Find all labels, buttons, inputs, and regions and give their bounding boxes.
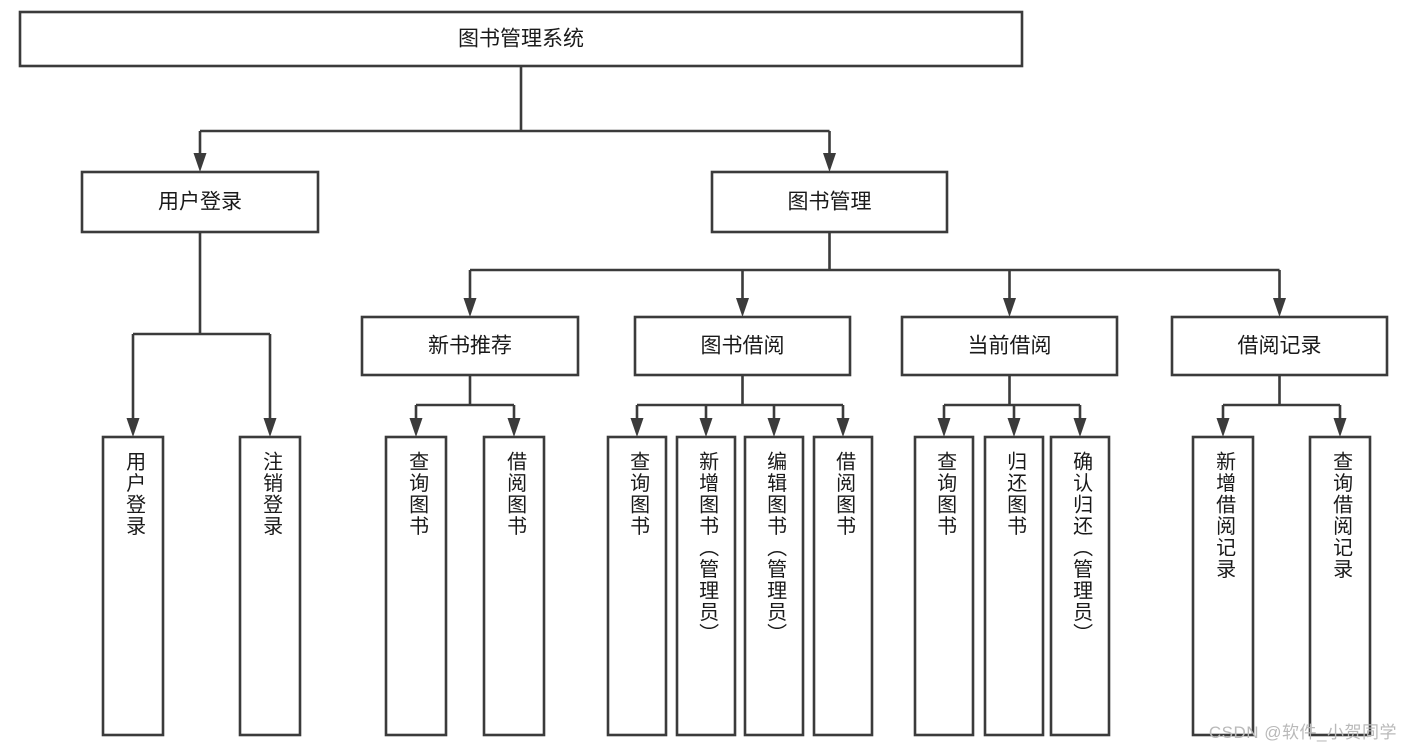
- node-user-login[interactable]: 用户登录: [80, 170, 320, 234]
- arrow-head-icon: [126, 418, 140, 437]
- node-borrow-record[interactable]: 借阅记录: [1170, 315, 1389, 377]
- node-box-leaf-query-book-2[interactable]: [606, 435, 668, 737]
- node-box-leaf-confirm-return[interactable]: [1049, 435, 1111, 737]
- arrow-head-icon: [836, 418, 850, 437]
- node-leaf-borrow-book-1[interactable]: [482, 435, 546, 737]
- node-box-current-borrow[interactable]: [900, 315, 1119, 377]
- node-leaf-user-login[interactable]: [101, 435, 165, 737]
- node-box-book-borrow[interactable]: [633, 315, 852, 377]
- node-new-book-recommend[interactable]: 新书推荐: [360, 315, 580, 377]
- node-label-borrow-record: 借阅记录: [1238, 335, 1322, 358]
- arrow-head-icon: [937, 418, 951, 437]
- arrow-head-icon: [767, 418, 781, 437]
- node-label-root: 图书管理系统: [458, 28, 584, 51]
- connector-borrow-record: [1216, 375, 1347, 437]
- node-leaf-logout[interactable]: [238, 435, 302, 737]
- node-box-leaf-query-record[interactable]: [1308, 435, 1372, 737]
- connector-user-login: [126, 232, 277, 437]
- connector-root: [193, 66, 836, 172]
- node-box-leaf-query-book-1[interactable]: [384, 435, 448, 737]
- node-label-user-login: 用户登录: [158, 191, 242, 214]
- node-box-borrow-record[interactable]: [1170, 315, 1389, 377]
- connector-book-manage: [463, 232, 1286, 317]
- node-leaf-add-record[interactable]: [1191, 435, 1255, 737]
- node-leaf-query-book-1[interactable]: [384, 435, 448, 737]
- node-box-leaf-add-book[interactable]: [675, 435, 737, 737]
- arrow-head-icon: [699, 418, 713, 437]
- node-box-new-book-recommend[interactable]: [360, 315, 580, 377]
- arrow-head-icon: [1073, 418, 1087, 437]
- node-box-leaf-add-record[interactable]: [1191, 435, 1255, 737]
- arrow-head-icon: [823, 153, 836, 172]
- node-box-leaf-query-book-3[interactable]: [913, 435, 975, 737]
- node-leaf-add-book[interactable]: [675, 435, 737, 737]
- node-leaf-query-book-3[interactable]: [913, 435, 975, 737]
- node-box-root[interactable]: [18, 10, 1024, 68]
- connector-book-borrow: [630, 375, 850, 437]
- node-leaf-query-record[interactable]: [1308, 435, 1372, 737]
- node-leaf-return-book[interactable]: [983, 435, 1045, 737]
- arrow-head-icon: [193, 153, 207, 172]
- node-book-borrow[interactable]: 图书借阅: [633, 315, 852, 377]
- node-current-borrow[interactable]: 当前借阅: [900, 315, 1119, 377]
- node-box-leaf-user-login[interactable]: [101, 435, 165, 737]
- arrow-head-icon: [1333, 418, 1347, 437]
- arrow-head-icon: [409, 418, 423, 437]
- node-label-current-borrow: 当前借阅: [968, 335, 1052, 358]
- node-box-leaf-borrow-book-1[interactable]: [482, 435, 546, 737]
- node-label-book-borrow: 图书借阅: [701, 335, 785, 358]
- node-box-user-login[interactable]: [80, 170, 320, 234]
- node-leaf-confirm-return[interactable]: [1049, 435, 1111, 737]
- arrow-head-icon: [1003, 298, 1016, 317]
- node-leaf-borrow-book-2[interactable]: [812, 435, 874, 737]
- arrow-head-icon: [630, 418, 644, 437]
- arrow-head-icon: [1216, 418, 1230, 437]
- node-label-book-manage: 图书管理: [788, 191, 872, 214]
- node-box-leaf-edit-book[interactable]: [743, 435, 805, 737]
- node-leaf-edit-book[interactable]: [743, 435, 805, 737]
- node-box-book-manage[interactable]: [710, 170, 949, 234]
- connector-current-borrow: [937, 375, 1087, 437]
- arrow-head-icon: [463, 298, 477, 317]
- arrow-head-icon: [736, 298, 749, 317]
- node-box-leaf-return-book[interactable]: [983, 435, 1045, 737]
- arrow-head-icon: [1007, 418, 1021, 437]
- node-box-leaf-borrow-book-2[interactable]: [812, 435, 874, 737]
- arrow-head-icon: [1273, 298, 1286, 317]
- node-leaf-query-book-2[interactable]: [606, 435, 668, 737]
- node-book-manage[interactable]: 图书管理: [710, 170, 949, 234]
- node-root[interactable]: 图书管理系统: [18, 10, 1024, 68]
- node-box-leaf-logout[interactable]: [238, 435, 302, 737]
- connector-new-book-recommend: [409, 375, 521, 437]
- watermark-text: CSDN @软件_小贺同学: [1208, 723, 1397, 742]
- node-label-new-book-recommend: 新书推荐: [428, 335, 512, 358]
- arrow-head-icon: [263, 418, 277, 437]
- arrow-head-icon: [507, 418, 521, 437]
